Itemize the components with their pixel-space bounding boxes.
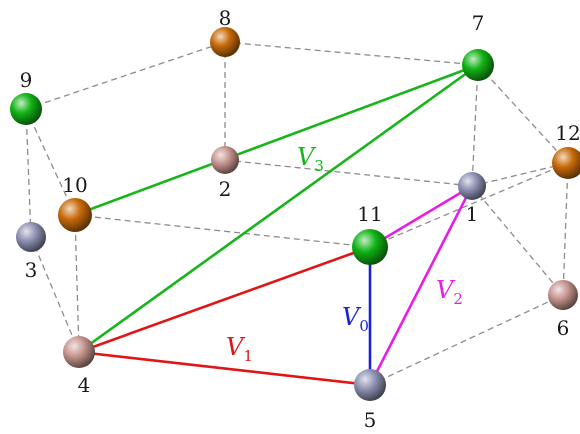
node-7 bbox=[462, 49, 494, 81]
node-5 bbox=[354, 369, 386, 401]
edge-3-4 bbox=[30, 236, 80, 353]
node-label-7: 7 bbox=[472, 11, 485, 35]
v2-segment-11-1 bbox=[368, 184, 474, 249]
vector-group bbox=[73, 63, 480, 387]
edge-12-6 bbox=[562, 162, 569, 296]
edge-1-6 bbox=[471, 185, 564, 296]
edge-10-4 bbox=[74, 214, 80, 353]
node-label-2: 2 bbox=[219, 177, 232, 201]
node-11 bbox=[352, 229, 388, 265]
vector-label-v2: V2 bbox=[436, 276, 463, 308]
node-3 bbox=[16, 222, 46, 252]
edge-1-12 bbox=[471, 162, 569, 187]
edge-5-6 bbox=[369, 294, 564, 386]
node-1 bbox=[458, 172, 486, 200]
v1-segment-4-5 bbox=[77, 350, 372, 387]
vector-symbol: V bbox=[226, 333, 246, 361]
node-group bbox=[10, 27, 580, 401]
edge-9-3 bbox=[25, 108, 32, 238]
v3-segment-4-7 bbox=[77, 63, 480, 354]
node-2 bbox=[211, 146, 239, 174]
vector-label-v0: V0 bbox=[342, 303, 369, 335]
node-label-5: 5 bbox=[364, 408, 377, 432]
node-10 bbox=[58, 198, 92, 232]
vector-symbol: V bbox=[436, 276, 456, 304]
edge-7-12 bbox=[477, 64, 569, 164]
v1-segment-4-11 bbox=[77, 245, 372, 354]
vector-symbol: V bbox=[297, 143, 317, 171]
edge-2-1 bbox=[224, 159, 473, 187]
edge-group bbox=[25, 41, 569, 386]
node-label-3: 3 bbox=[25, 258, 38, 282]
vector-subscript: 1 bbox=[243, 347, 253, 365]
v2-segment-5-1 bbox=[368, 184, 474, 387]
vector-symbol: V bbox=[342, 303, 362, 331]
node-label-6: 6 bbox=[557, 316, 570, 340]
vector-subscript: 3 bbox=[314, 157, 324, 175]
node-label-9: 9 bbox=[20, 68, 33, 92]
edge-8-7 bbox=[224, 41, 479, 66]
edge-9-8 bbox=[25, 41, 226, 110]
node-6 bbox=[548, 280, 578, 310]
vector-subscript: 0 bbox=[359, 317, 369, 335]
node-4 bbox=[63, 336, 95, 368]
node-label-8: 8 bbox=[219, 6, 232, 30]
node-12 bbox=[552, 147, 580, 179]
node-9 bbox=[10, 93, 42, 125]
vector-label-v3: V3 bbox=[297, 143, 324, 175]
vector-label-v1: V1 bbox=[226, 333, 253, 365]
node-label-4: 4 bbox=[78, 373, 91, 397]
node-label-1: 1 bbox=[466, 202, 479, 226]
vector-subscript: 2 bbox=[453, 290, 463, 308]
node-8 bbox=[210, 27, 240, 57]
node-label-12: 12 bbox=[555, 121, 580, 145]
edge-7-1 bbox=[471, 64, 479, 187]
node-label-11: 11 bbox=[357, 202, 382, 226]
edge-11-12 bbox=[369, 162, 569, 248]
v3-segment-10-7 bbox=[73, 63, 480, 217]
node-label-10: 10 bbox=[62, 173, 87, 197]
